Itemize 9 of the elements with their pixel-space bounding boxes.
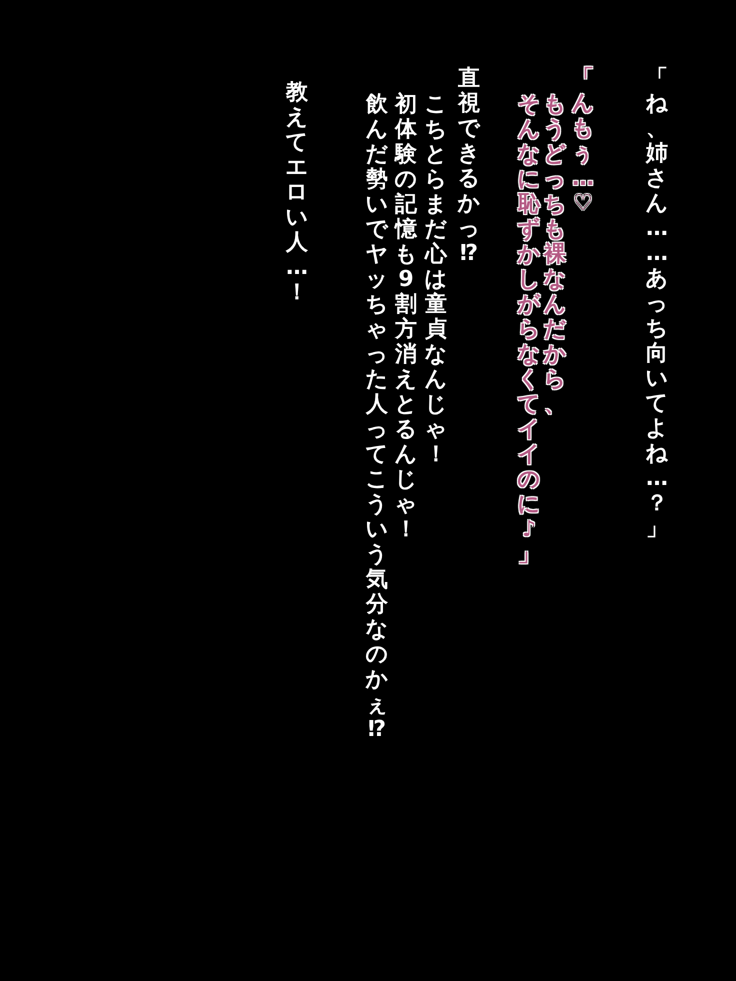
dialogue-text: 「んもぅ…♡ xyxy=(570,66,596,216)
dialogue-text: 飲んだ勢いでヤッちゃった人ってこういう気分なのかぇ⁉ xyxy=(364,92,390,742)
dialogue-text: 「ね、姉さん……あっち向いてよね…？」 xyxy=(644,66,670,541)
dialogue-text: 初体験の記憶も9割方消えとるんじゃ！ xyxy=(393,92,418,542)
dialogue-text: こちとらまだ心は童貞なんじゃ！ xyxy=(423,92,448,467)
dialogue-text: そんなに恥ずかしがらなくてイイのに♪」 xyxy=(516,92,542,567)
dialogue-text: 教えてエロい人…！ xyxy=(284,80,310,305)
dialogue-text: もうどっちも裸なんだから、 xyxy=(542,92,568,417)
dialogue-text: 直視できるかっ⁉ xyxy=(456,66,482,266)
